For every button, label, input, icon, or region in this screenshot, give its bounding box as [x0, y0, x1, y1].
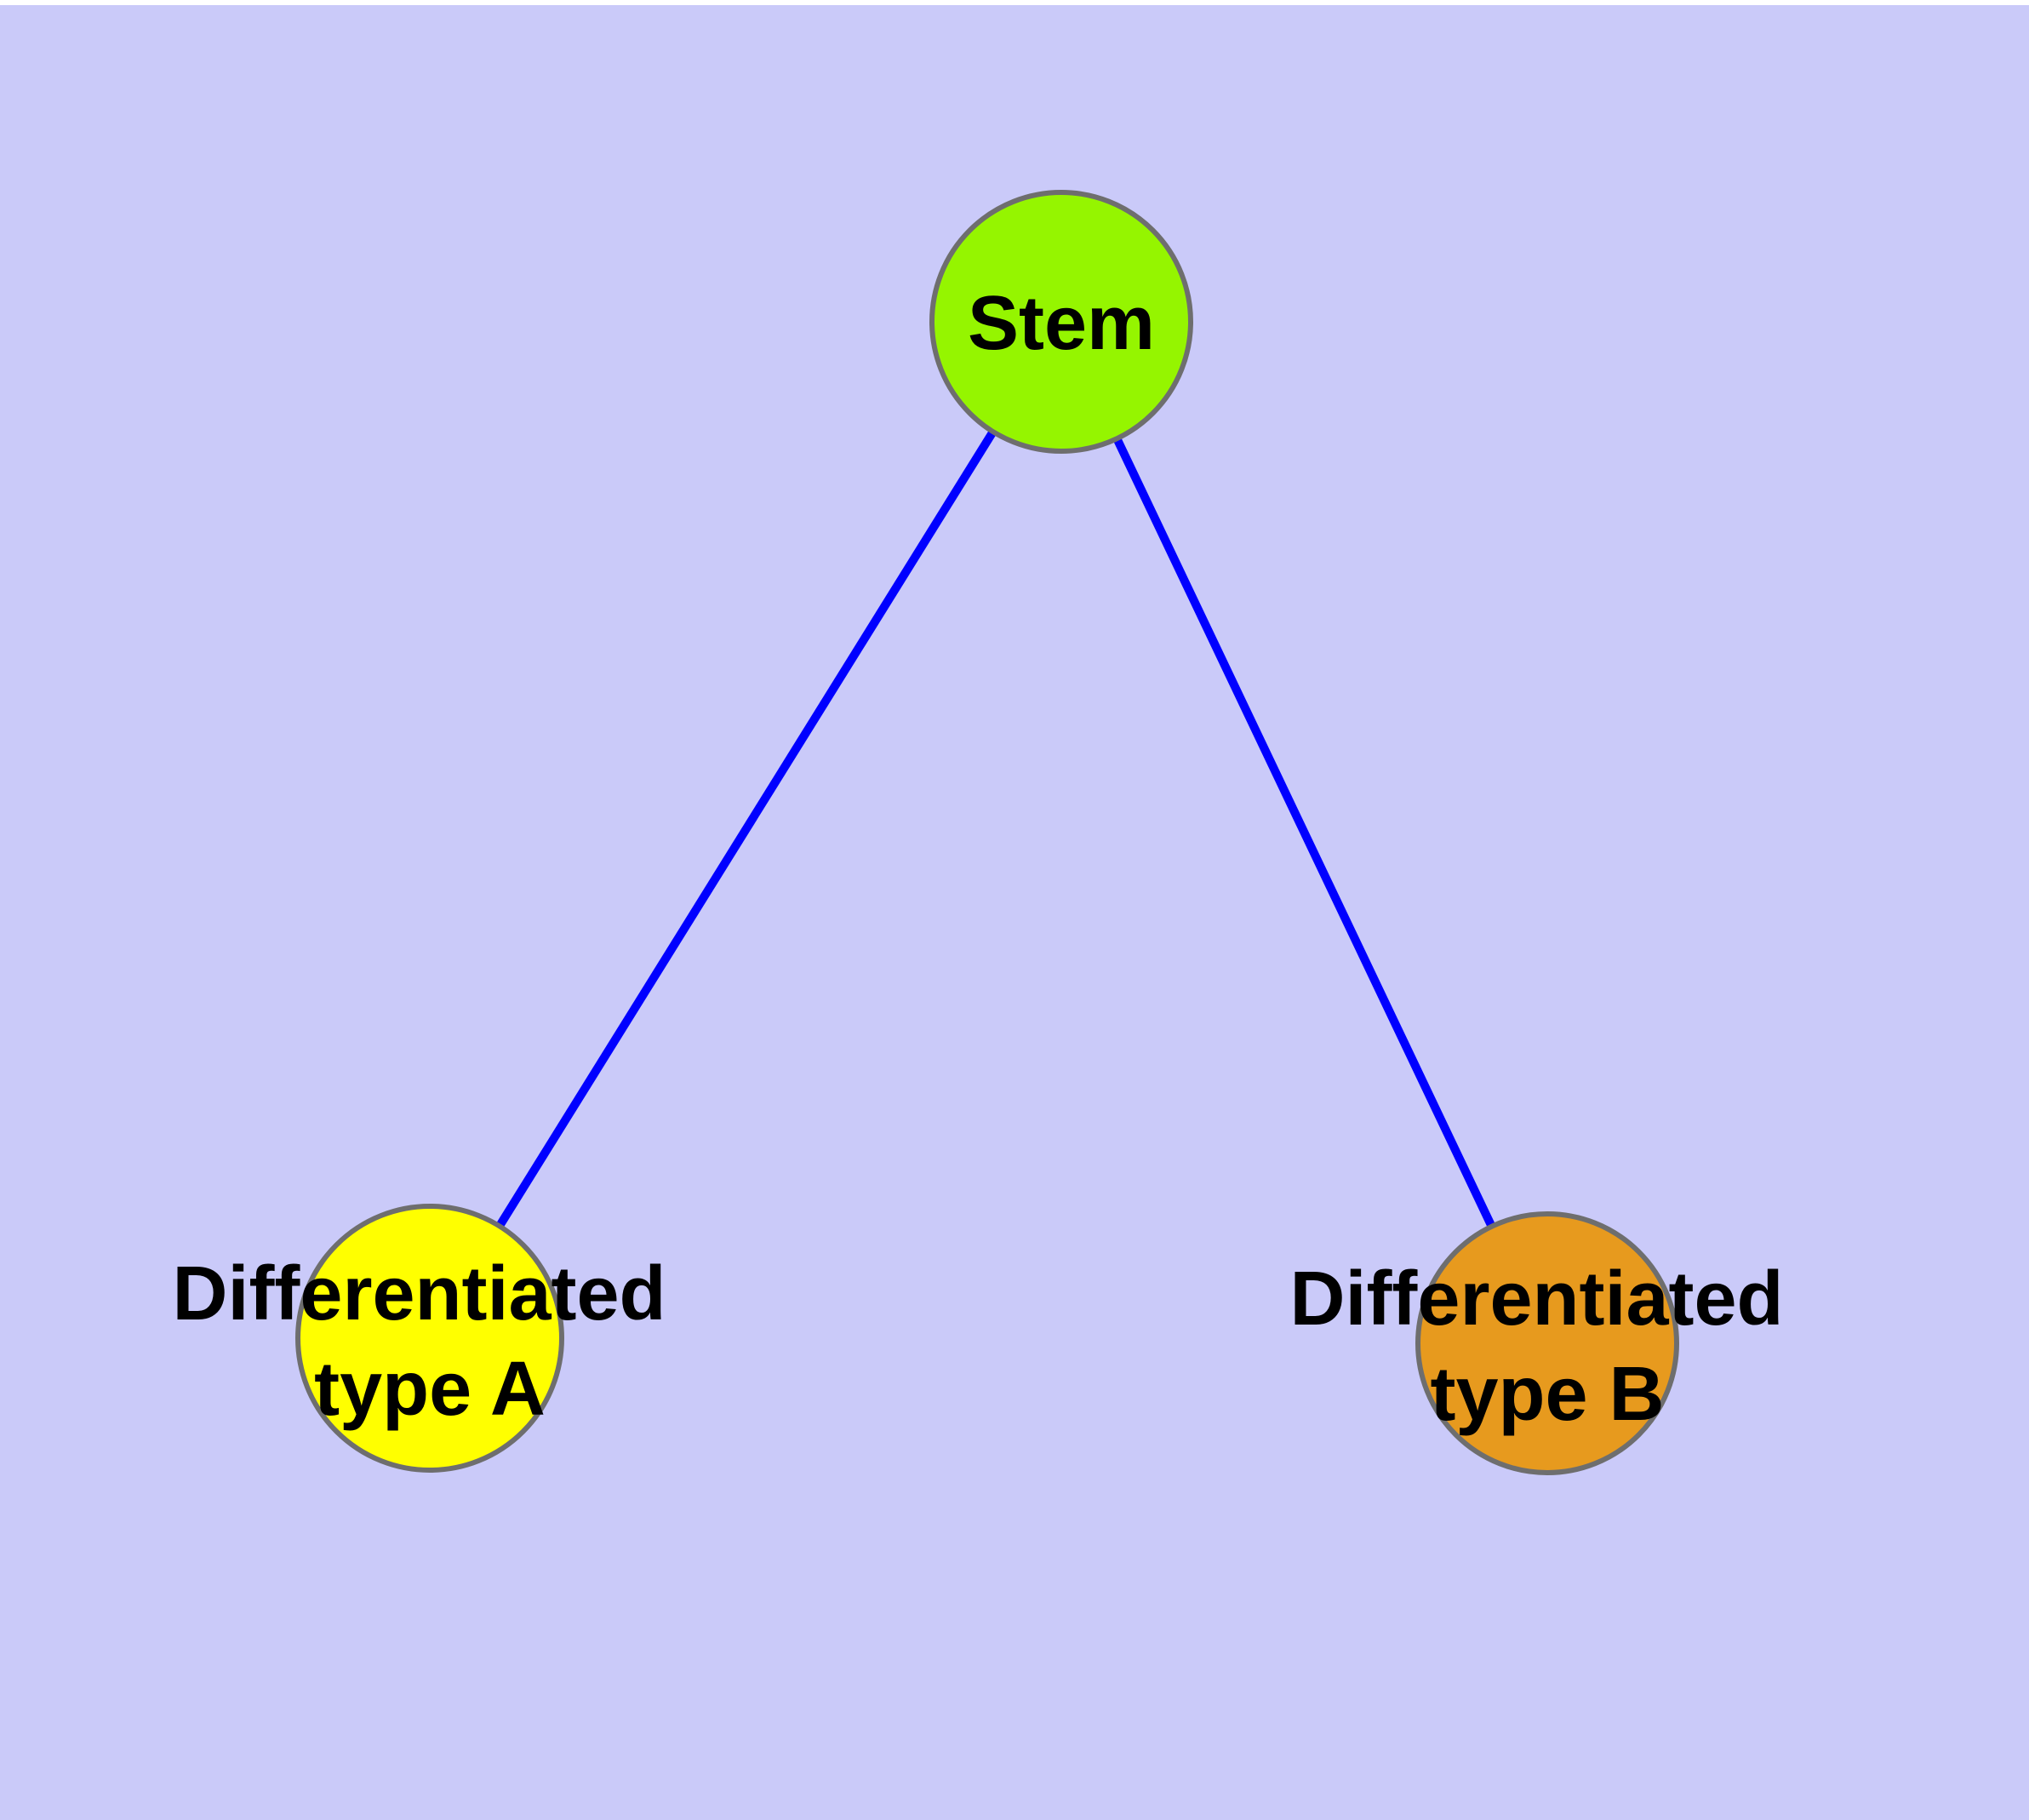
- node-differentiated-type-b-label-line1: Differentiated: [1289, 1256, 1783, 1342]
- node-differentiated-type-a-label: Differentiated type A: [172, 1251, 687, 1432]
- node-stem-label: Stem: [968, 281, 1155, 366]
- node-differentiated-type-b-label: Differentiated type B: [1289, 1256, 1804, 1437]
- node-differentiated-type-a-label-line2: type A: [314, 1347, 546, 1432]
- edge-stem-to-type-b: [1057, 319, 1552, 1346]
- node-differentiated-type-a-label-line1: Differentiated: [172, 1251, 666, 1336]
- node-differentiated-type-b-label-line2: type B: [1430, 1352, 1664, 1437]
- node-differentiated-type-b: [1415, 1211, 1679, 1475]
- node-differentiated-type-a: [295, 1204, 564, 1473]
- edge-stem-to-type-a: [426, 319, 1066, 1341]
- node-stem: [929, 190, 1193, 454]
